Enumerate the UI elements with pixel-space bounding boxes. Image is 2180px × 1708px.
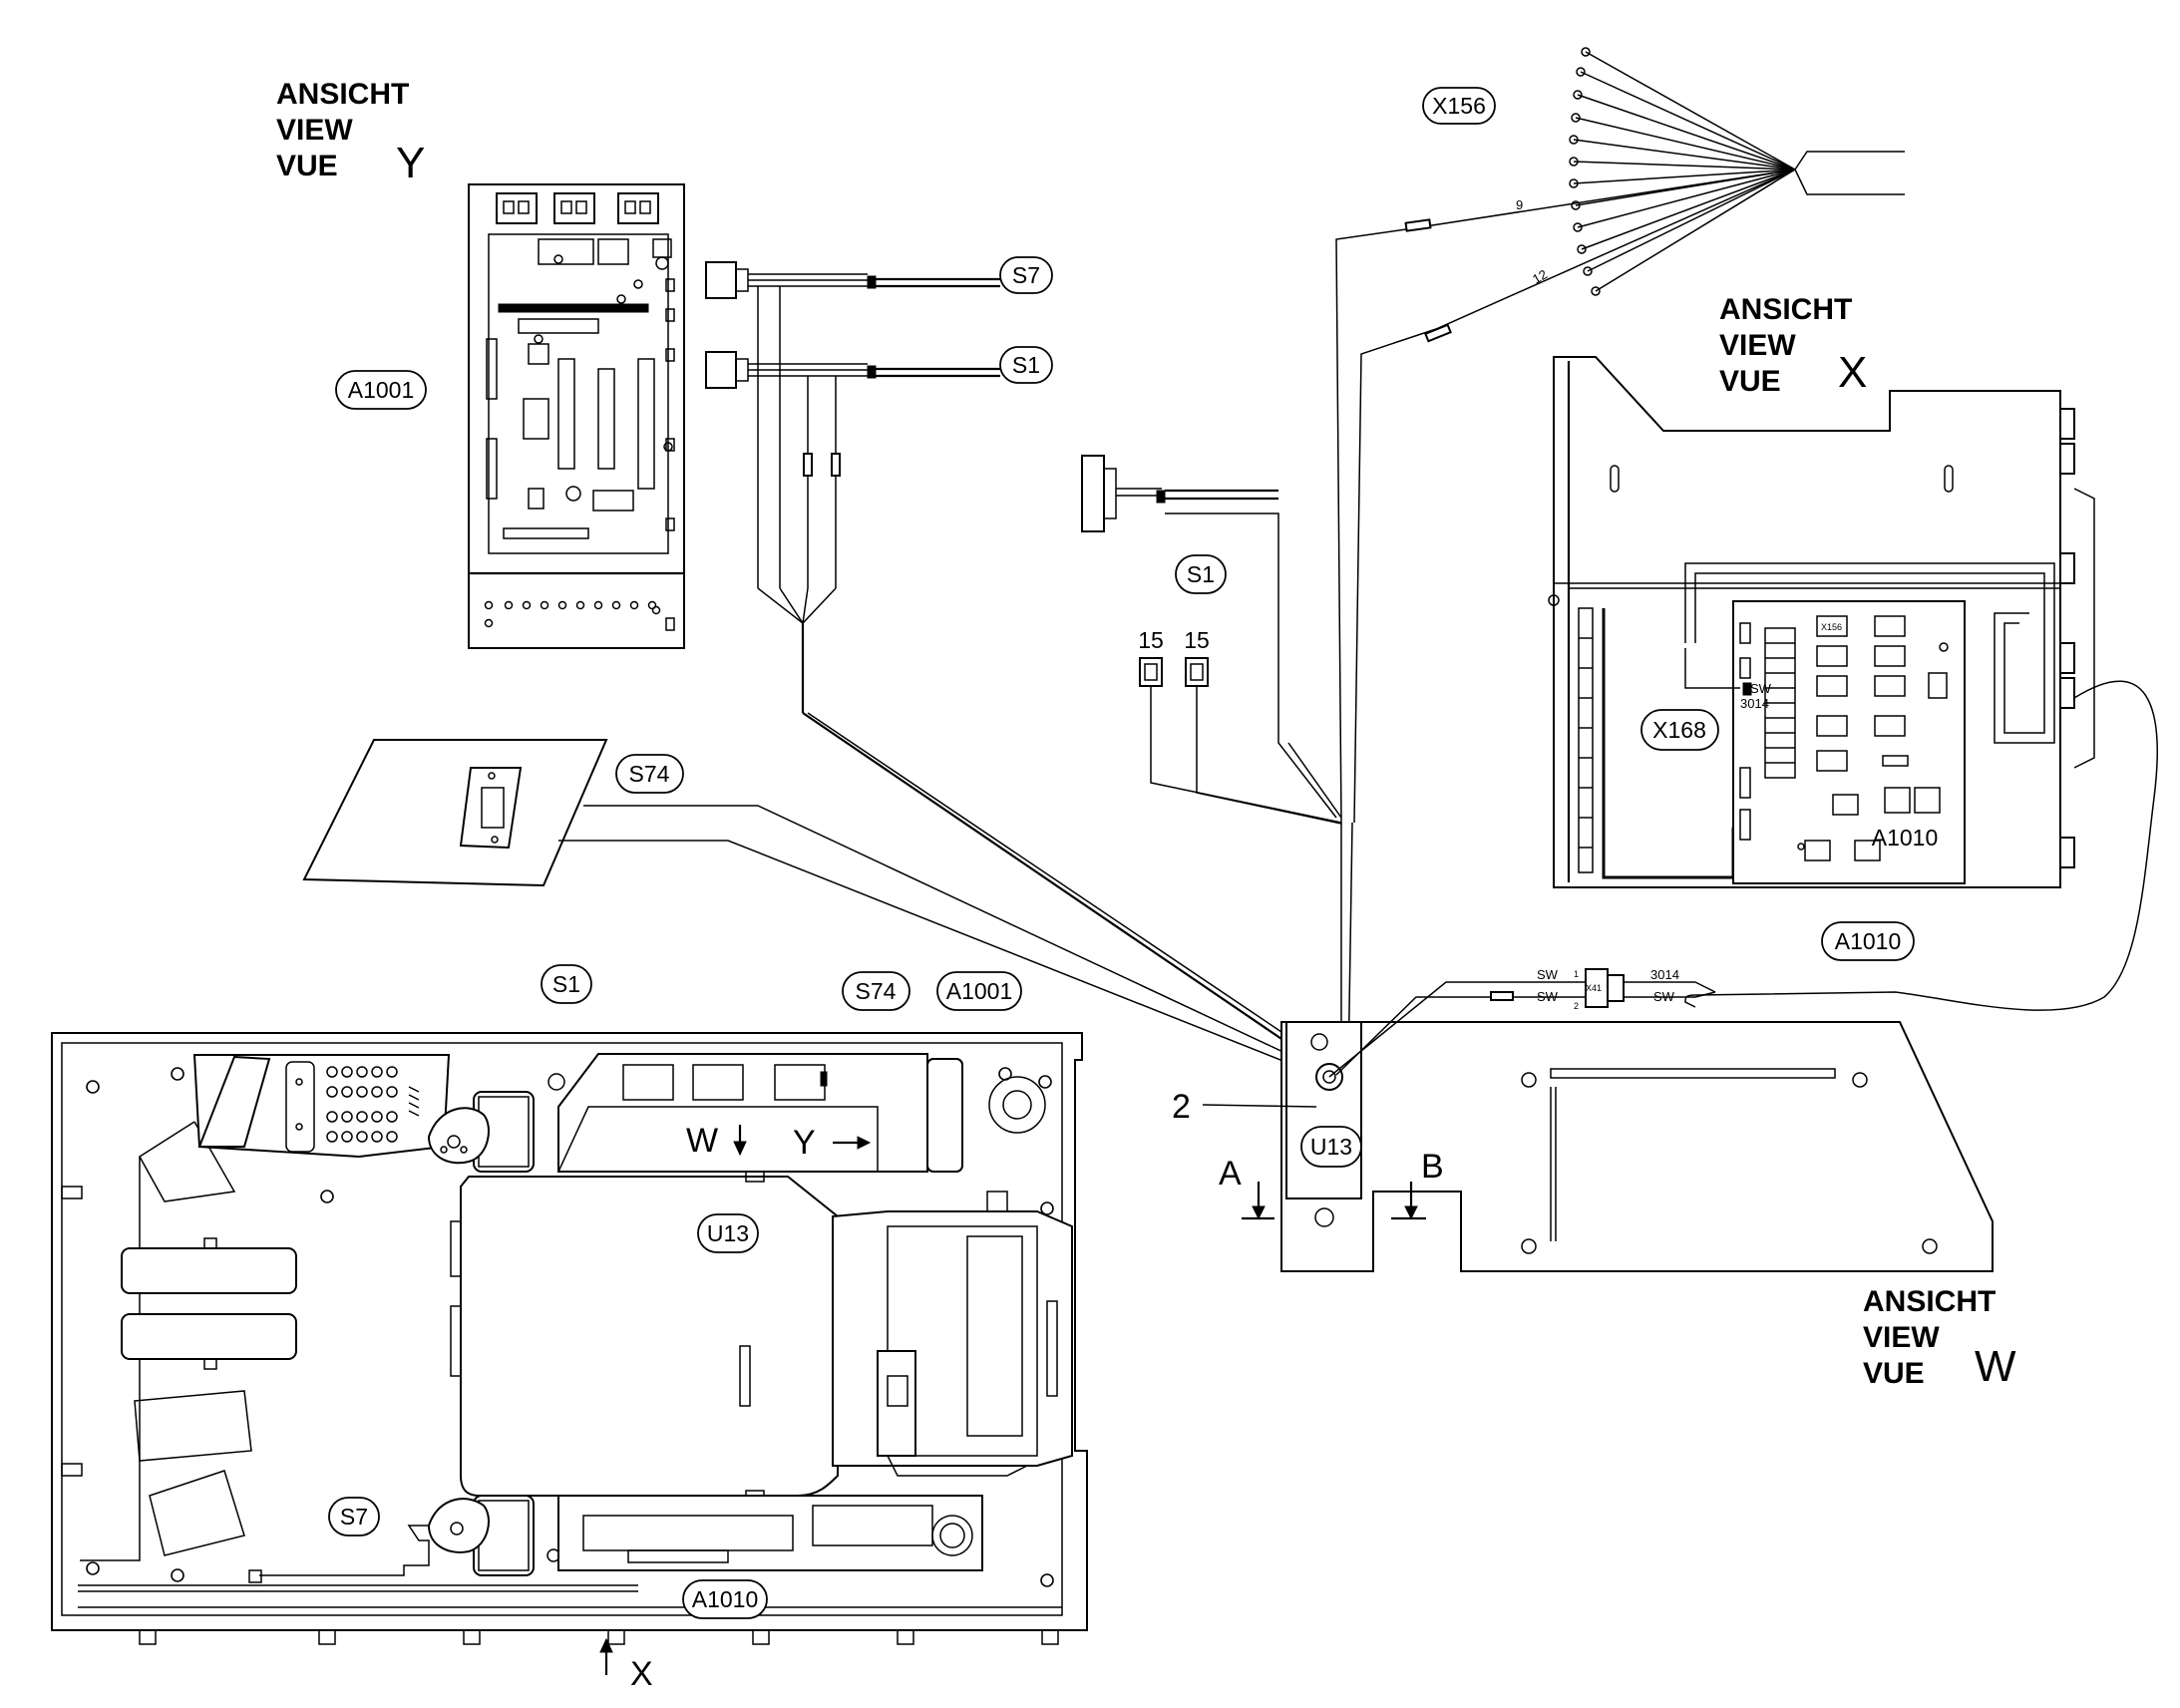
s7-connector [705, 261, 1000, 299]
view-w-line2: VIEW [1863, 1321, 1940, 1354]
x41-connector: SW SW 3014 SW X41 1 2 [1328, 967, 1716, 1078]
arrow-x-marker: X [599, 1637, 653, 1693]
view-x-line3: VUE [1719, 365, 1781, 398]
view-w-letter: W [1975, 1342, 2016, 1391]
section-a-marker: A [1219, 1155, 1274, 1220]
svg-text:A1001: A1001 [348, 377, 415, 403]
svg-text:S1: S1 [552, 971, 580, 997]
s1-callout-mid: S1 [1175, 554, 1227, 594]
s1-callout-main: S1 [541, 964, 592, 1004]
svg-text:A1010: A1010 [1835, 928, 1902, 954]
a1001-callout-main: A1001 [936, 971, 1022, 1011]
svg-text:B: B [1421, 1148, 1444, 1186]
svg-text:S7: S7 [1012, 262, 1040, 288]
s74-callout-mid: S74 [615, 754, 684, 794]
view-y-line2: VIEW [276, 114, 353, 147]
x41-pin-1: 1 [1574, 969, 1579, 979]
wire-3014: 3014 [1650, 967, 1679, 982]
wire-sw-bottom: SW [1537, 989, 1559, 1004]
u13-callout-main: U13 [697, 1213, 759, 1253]
s1-connector-top [705, 351, 1000, 389]
arrow-w-label: W [686, 1122, 718, 1160]
item-2-leader: 2 [1172, 1088, 1317, 1126]
section-b-marker: B [1391, 1148, 1444, 1220]
s7-callout-top: S7 [999, 256, 1053, 294]
s1-callout-top: S1 [999, 346, 1053, 384]
view-y-letter: Y [396, 139, 425, 187]
u13-callout-bracket: U13 [1300, 1126, 1362, 1168]
svg-text:S7: S7 [340, 1504, 368, 1530]
svg-text:2: 2 [1172, 1088, 1191, 1126]
a1001-callout-top: A1001 [335, 370, 427, 410]
view-x-line1: ANSICHT [1719, 293, 1852, 326]
x168-callout: X168 [1640, 709, 1719, 751]
a1010-housing: X156 A1010 SW 3014 [1548, 356, 2095, 888]
view-w-line1: ANSICHT [1863, 1285, 1996, 1318]
svg-text:X168: X168 [1652, 717, 1706, 743]
svg-text:X: X [630, 1655, 653, 1693]
view-x-heading: ANSICHT VIEW VUE X [1719, 293, 1867, 398]
terminal-15-pair: 15 15 [1138, 627, 1342, 825]
view-w-heading: ANSICHT VIEW VUE W [1863, 1285, 2016, 1391]
svg-text:A1010: A1010 [692, 1586, 759, 1612]
svg-text:U13: U13 [707, 1220, 749, 1246]
s74-panel [302, 739, 1339, 1084]
svg-text:U13: U13 [1310, 1134, 1352, 1160]
x41-pin-2: 2 [1574, 1001, 1579, 1011]
wire-sw-top: SW [1537, 967, 1559, 982]
view-y-heading: ANSICHT VIEW VUE Y [276, 78, 425, 187]
a1001-circuit-board [468, 183, 685, 649]
main-unit-callouts: S1 S74 A1001 [541, 964, 1022, 1011]
svg-text:X156: X156 [1432, 93, 1486, 119]
a1010-callout-right: A1010 [1821, 921, 1915, 961]
u13-bracket-plate [1280, 1021, 1994, 1272]
svg-text:12: 12 [1530, 266, 1550, 286]
s7-callout-main: S7 [328, 1497, 380, 1537]
svg-text:9: 9 [1516, 197, 1523, 212]
view-x-letter: X [1838, 348, 1867, 397]
svg-text:A: A [1219, 1155, 1242, 1193]
view-x-line2: VIEW [1719, 329, 1796, 362]
svg-text:S74: S74 [856, 978, 897, 1004]
s1-harness-middle [1081, 455, 1342, 819]
board-3014-label: 3014 [1740, 696, 1769, 711]
svg-text:S1: S1 [1187, 561, 1215, 587]
arrow-y-label: Y [793, 1124, 816, 1162]
svg-text:15: 15 [1184, 627, 1210, 653]
view-y-line3: VUE [276, 150, 338, 182]
view-y-line1: ANSICHT [276, 78, 409, 111]
a1010-callout-main: A1010 [682, 1579, 768, 1619]
s74-callout-main: S74 [842, 971, 910, 1011]
main-unit-housing: W Y [51, 1032, 1088, 1645]
svg-text:S74: S74 [629, 761, 670, 787]
board-x156-label: X156 [1821, 622, 1842, 632]
board-sw-label: SW [1750, 681, 1772, 696]
view-w-line3: VUE [1863, 1357, 1925, 1390]
a1010-loop-cable [1684, 680, 2158, 1011]
x156-callout: X156 [1422, 87, 1496, 125]
svg-text:A1001: A1001 [946, 978, 1013, 1004]
svg-text:S1: S1 [1012, 352, 1040, 378]
x41-label: X41 [1586, 983, 1602, 993]
wire-sw-right: SW [1653, 989, 1675, 1004]
board-a1010-label: A1010 [1872, 825, 1939, 851]
a1001-wire-bundle [757, 286, 1337, 1076]
svg-text:15: 15 [1138, 627, 1164, 653]
